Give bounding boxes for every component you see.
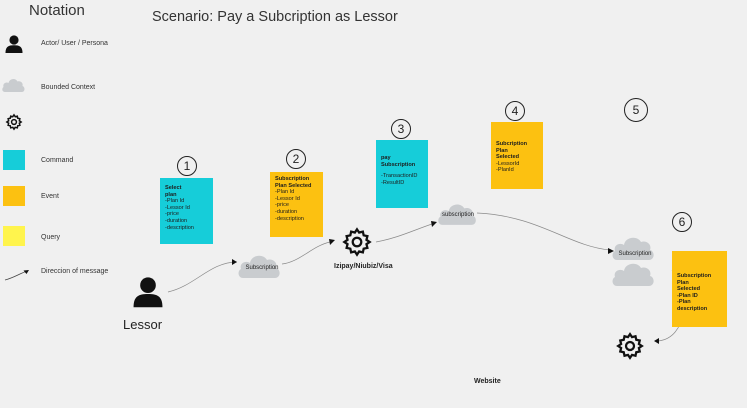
command-title: Select plan [165, 185, 182, 198]
step-circle-2: 2 [286, 149, 306, 169]
event-field: -Lessor Id [275, 195, 300, 202]
event-title: Subscription Plan Selected -Plan ID -Pla… [677, 273, 712, 312]
bounded-context-label-3: Subscription [618, 251, 652, 257]
command-title: pay Subscription [381, 155, 416, 168]
actor-icon [5, 35, 23, 53]
command-field: -price [165, 211, 179, 218]
message-arrow-icon [4, 270, 29, 281]
command-field: -duration [165, 217, 188, 224]
cloud-icon [2, 78, 25, 92]
legend-actor-label: Actor/ User / Persona [41, 40, 108, 47]
website-gear-icon [616, 332, 644, 360]
gear-icon [5, 113, 23, 131]
event-swatch [3, 186, 25, 206]
flow-gateway-to-subscription [375, 223, 433, 243]
query-swatch [3, 226, 25, 246]
step-circle-1: 1 [177, 156, 197, 176]
event-title: Subscription Plan Selected [275, 176, 312, 189]
bounded-context-cloud-3 [612, 237, 654, 286]
command-field: -Lessor Id [165, 204, 190, 211]
bounded-context-label-1: Subscription [245, 265, 279, 271]
notation-title: Notation [29, 2, 85, 19]
legend-event-label: Event [41, 193, 59, 200]
event-plan-selected-6: Subscription Plan Selected -Plan ID -Pla… [672, 251, 727, 327]
event-field: -description [275, 215, 304, 222]
flow-subscription-to-subscription [476, 212, 611, 251]
command-pay-subscription: pay Subscription -TransactionID -ResultI… [376, 140, 428, 208]
event-field: -duration [275, 208, 298, 215]
command-swatch [3, 150, 25, 170]
bounded-context-cloud-1 [238, 255, 280, 278]
event-field: -price [275, 202, 289, 209]
event-title: Subcription Plan Selected [496, 141, 528, 161]
event-plan-selected-1: Subscription Plan Selected -Plan Id -Les… [270, 172, 323, 237]
website-label: Website [474, 378, 501, 385]
event-field: -LessorId [496, 160, 520, 167]
command-field: -ResultID [381, 179, 405, 186]
command-field: -description [165, 224, 194, 231]
command-select-plan: Select plan -Plan Id -Lessor Id -price -… [160, 178, 213, 244]
event-plan-selected-4: Subcription Plan Selected -LessorId -Pla… [491, 122, 543, 189]
payment-gateway-label: Izipay/Niubiz/Visa [334, 263, 393, 270]
bounded-context-cloud-2 [438, 204, 476, 225]
lessor-actor-icon [133, 277, 163, 308]
step-circle-6: 6 [672, 212, 692, 232]
step-circle-4: 4 [505, 101, 525, 121]
actor-label: Lessor [123, 317, 163, 332]
step-circle-5: 5 [624, 98, 648, 122]
payment-gateway-gear-icon [342, 227, 372, 257]
flow-subscription-to-gateway [281, 241, 331, 265]
bounded-context-label-2: subscription [441, 212, 474, 218]
legend-context-label: Bounded Context [41, 84, 96, 91]
event-field: -Plan Id [275, 189, 295, 196]
flow-actor-to-subscription [167, 261, 238, 293]
legend-message-label: Direccion of message [41, 268, 109, 275]
step-circle-3: 3 [391, 119, 411, 139]
command-field: -TransactionID [381, 173, 418, 180]
event-field: -PlanId [496, 167, 514, 174]
scenario-title: Scenario: Pay a Subcription as Lessor [152, 9, 398, 25]
command-field: -Plan Id [165, 198, 185, 205]
legend-query-label: Query [41, 234, 61, 241]
legend-command-label: Command [41, 157, 74, 164]
